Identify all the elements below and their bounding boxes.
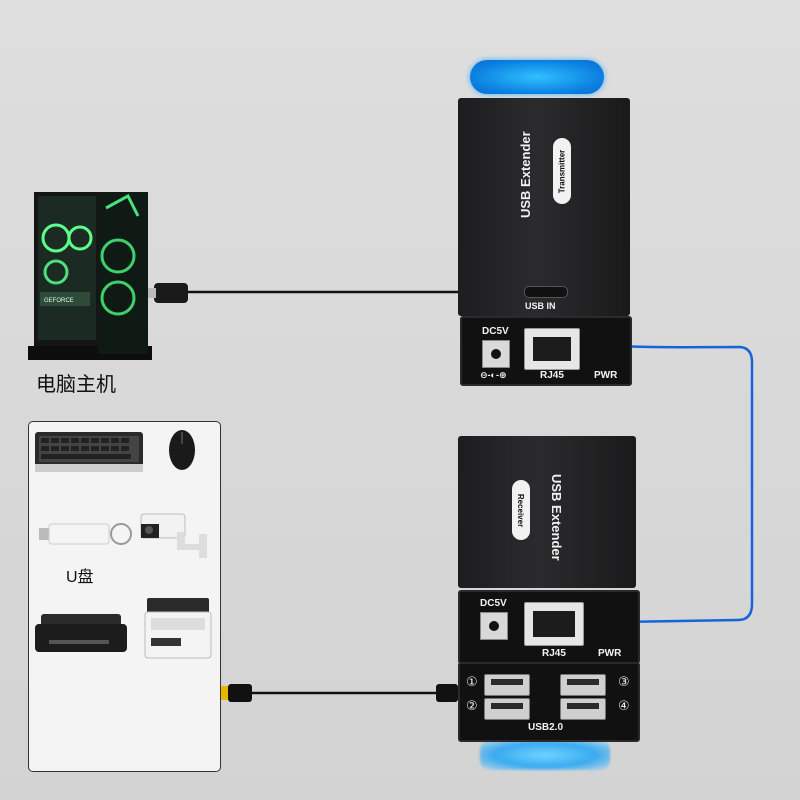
printer-icon: [35, 614, 127, 652]
usb-in-label: USB IN: [525, 301, 556, 311]
usb-c-port[interactable]: [524, 286, 568, 298]
rx-rj45-port[interactable]: [524, 602, 584, 646]
port-number-1: ①: [466, 674, 478, 689]
tx-rj45-label: RJ45: [540, 370, 564, 381]
mouse-icon: [169, 430, 195, 470]
keyboard-icon: [35, 432, 143, 472]
tx-dc-port[interactable]: [482, 340, 510, 368]
scanner-icon: [144, 598, 212, 659]
tx-rj45-port[interactable]: [524, 328, 580, 370]
network-cable: [617, 344, 754, 624]
usb-port-1[interactable]: [484, 674, 530, 696]
receiver-front-panel: DC5V RJ45 PWR: [458, 590, 640, 664]
rx-pwr-label: PWR: [598, 648, 622, 659]
security-camera-icon: [140, 513, 207, 558]
rx-rj45-label: RJ45: [542, 648, 566, 659]
usb-port-3[interactable]: [560, 674, 606, 696]
usb-a-plug-left: [218, 684, 252, 702]
port-number-3: ③: [618, 674, 630, 689]
blue-glow-top: [470, 60, 604, 94]
usb-drive-label: U盘: [66, 569, 94, 586]
tx-pwr-label: PWR: [594, 370, 618, 381]
devices-panel: U盘: [28, 421, 221, 772]
pc-label: 电脑主机: [36, 372, 116, 396]
rx-dc-label: DC5V: [480, 598, 507, 609]
port-number-4: ④: [618, 698, 630, 713]
usb-port-4[interactable]: [560, 698, 606, 720]
tx-polarity: ⊖-◐-⊕: [480, 370, 507, 380]
receiver-title: USB Extender: [549, 474, 564, 561]
svg-text:GEFORCE: GEFORCE: [44, 298, 74, 304]
usb-port-2[interactable]: [484, 698, 530, 720]
receiver-usb-panel: ① ② ③ ④ USB2.0: [458, 662, 640, 742]
transmitter-front-panel: DC5V ⊖-◐-⊕ RJ45 PWR: [460, 316, 632, 386]
blue-glow-bottom: [480, 740, 610, 770]
transmitter-title: USB Extender: [518, 131, 533, 218]
usb-plug-pc: [154, 283, 188, 303]
tx-dc-label: DC5V: [482, 326, 509, 337]
rx-dc-port[interactable]: [480, 612, 508, 640]
usb-drive-icon: [39, 523, 132, 545]
pc-tower-icon: GEFORCE: [28, 192, 152, 360]
usb2-label: USB2.0: [528, 722, 564, 733]
transmitter-box: USB Extender Transmitter USB IN: [458, 98, 630, 316]
receiver-box: USB Extender Receiver: [458, 436, 636, 588]
port-number-2: ②: [466, 698, 478, 713]
transmitter-badge: Transmitter: [553, 138, 571, 204]
receiver-badge: Receiver: [512, 480, 530, 540]
